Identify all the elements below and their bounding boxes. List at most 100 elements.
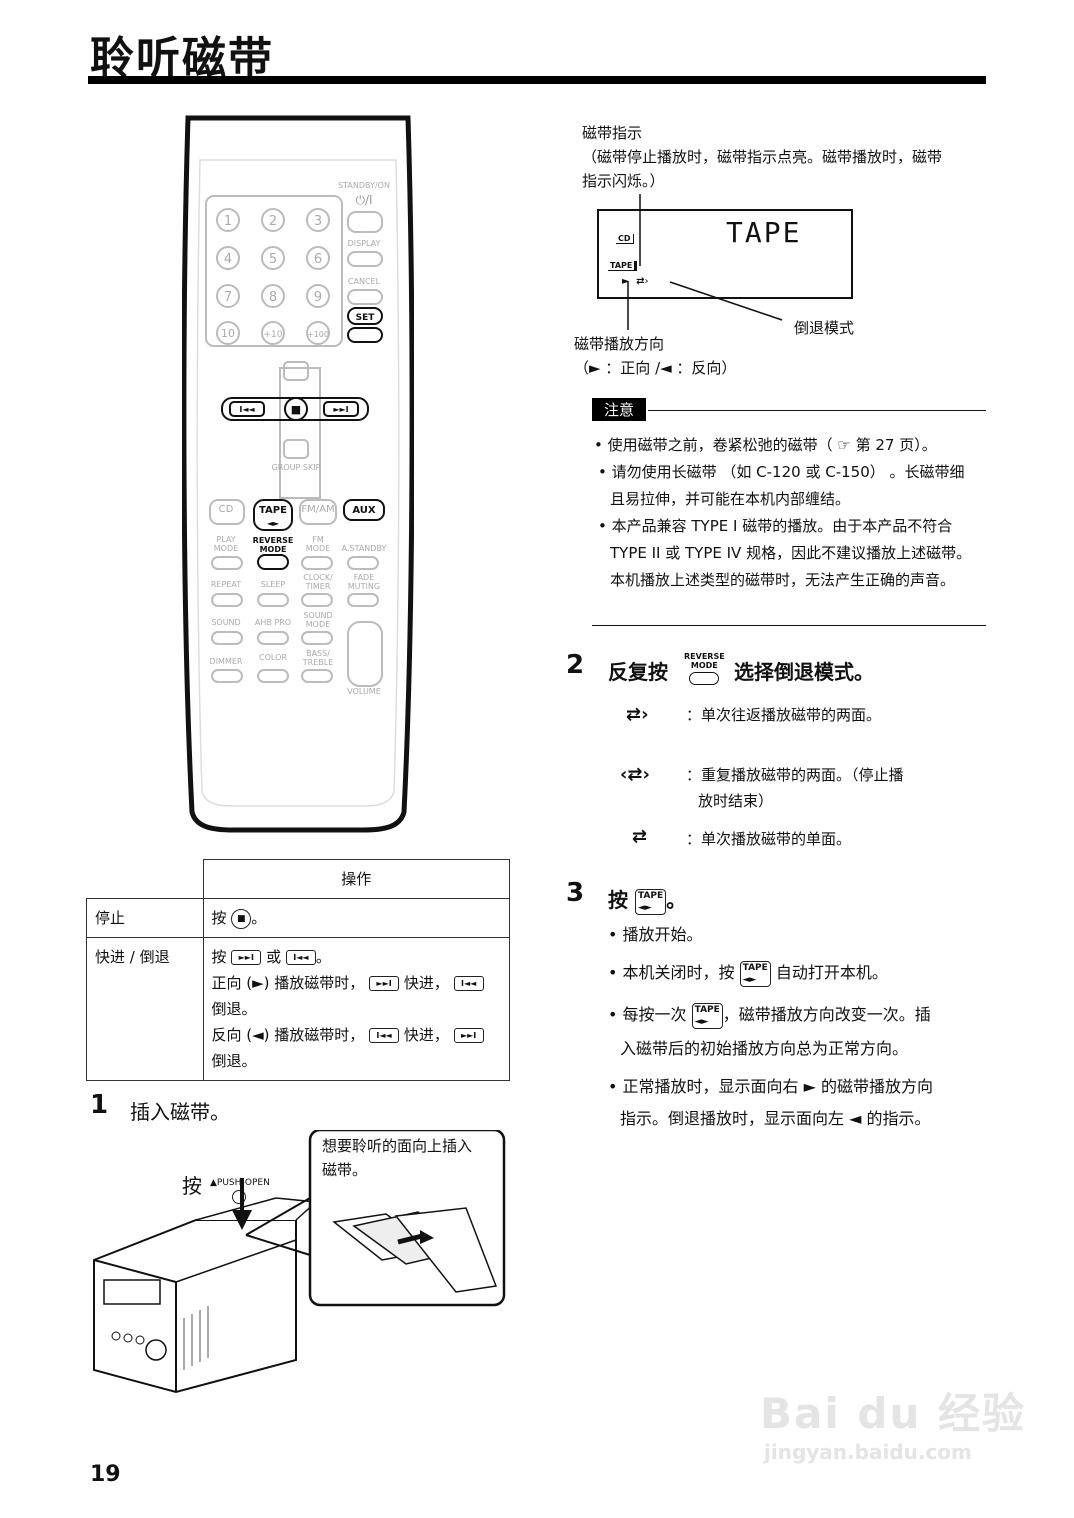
indicator-title: 磁带指示 [582,124,643,142]
step1-number: 1 [90,1090,109,1120]
svg-text:A.STANDBY: A.STANDBY [342,544,387,553]
next-button-icon: ►►I [369,976,400,991]
svg-text:⏻/I: ⏻/I [355,193,372,207]
tape-button-icon: TAPE◄► [634,888,667,915]
svg-text:MODE: MODE [214,544,238,553]
svg-text:SOUND: SOUND [303,611,332,620]
tape-button-icon: TAPE◄► [739,960,771,987]
direction-title: 磁带播放方向 [574,335,665,353]
step1-press: 按 [182,1174,202,1198]
lcd-play-arrow: ► ⇄› [622,276,649,287]
note-item: 使用磁带之前，卷紧松弛的磁带（ ☞ 第 27 页）。 [594,432,978,459]
svg-text:TREBLE: TREBLE [302,658,334,667]
svg-text:SET: SET [356,313,376,323]
table-header: 操作 [202,859,510,899]
step1-text: 插入磁带。 [130,1100,230,1124]
svg-text:DIMMER: DIMMER [210,657,243,666]
step3-bullet-2: • 本机关闭时，按 TAPE◄► 自动打开本机。 [608,960,888,987]
svg-text:I◄◄: I◄◄ [239,405,255,414]
svg-text:GROUP SKIP: GROUP SKIP [272,463,321,472]
svg-text:10: 10 [221,327,235,340]
prev-button-icon: I◄◄ [453,976,484,991]
note-bottom-rule [592,625,986,626]
svg-text:FM/AM: FM/AM [301,504,334,515]
prev-button-icon: I◄◄ [369,1028,400,1043]
step3-bullet-4: • 正常播放时，显示面向右 ► 的磁带播放方向 [608,1077,934,1096]
note-list: 使用磁带之前，卷紧松弛的磁带（ ☞ 第 27 页）。 请勿使用长磁带 （如 C-… [594,432,978,594]
svg-text:BASS/: BASS/ [306,649,330,658]
mode1-text: ：单次往返播放磁带的两面。 [686,706,882,724]
step3-bullet-4-cont: 指示。倒退播放时，显示面向左 ◄ 的指示。 [620,1109,931,1128]
page-number: 19 [90,1462,121,1487]
prev-button-icon: I◄◄ [285,950,316,965]
mode3-text: ：单次播放磁带的单面。 [686,830,852,848]
push-open-button-icon [232,1190,246,1204]
lcd-display-text: TAPE [726,216,802,249]
svg-text:SOUND: SOUND [211,618,240,627]
svg-text:MUTING: MUTING [348,582,380,591]
svg-text:REVERSE: REVERSE [253,536,294,545]
svg-text:TAPE: TAPE [259,505,287,516]
table-row: 快进 / 倒退 按 ►►I 或 I◄◄。 正向 (►) 播放磁带时， ►►I 快… [86,937,510,1081]
svg-text:3: 3 [314,214,322,229]
step2-number: 2 [566,650,585,680]
step2-text-a: 反复按 [608,660,668,684]
lcd-cd-label: CD [616,234,634,244]
reverse-mode-label: 倒退模式 [794,319,855,337]
step3-bullet-3: • 每按一次 TAPE◄►，磁带播放方向改变一次。插 [608,1002,931,1029]
step2-text-b: 选择倒退模式。 [734,660,874,684]
svg-text:FADE: FADE [354,573,375,582]
push-open-label: ▲PUSH-OPEN [210,1178,270,1188]
svg-text:◄►: ◄► [267,519,280,528]
ff-label: 快进 / 倒退 [86,937,204,1081]
note-box: 注意 使用磁带之前，卷紧松弛的磁带（ ☞ 第 27 页）。 请勿使用长磁带 （如… [592,398,986,626]
indicator-desc-1: （磁带停止播放时，磁带指示点亮。磁带播放时，磁带 [582,148,943,166]
svg-text:PLAY: PLAY [216,535,235,544]
indicator-desc-2: 指示闪烁。） [582,172,665,190]
svg-text:CANCEL: CANCEL [348,277,381,286]
svg-text:DISPLAY: DISPLAY [348,239,381,248]
svg-text:TIMER: TIMER [305,582,331,591]
svg-text:+10: +10 [264,330,283,340]
step3-text: 按 TAPE◄►。 [608,888,687,915]
svg-text:2: 2 [269,214,277,229]
svg-text:MODE: MODE [306,544,330,553]
svg-text:SLEEP: SLEEP [261,580,286,589]
lcd-tape-label: TAPE [608,261,638,271]
page-title: 聆听磁带 [90,33,274,84]
mode2-text-b: 放时结束） [698,792,774,810]
svg-text:AHB PRO: AHB PRO [255,618,291,627]
svg-text:VOLUME: VOLUME [347,687,381,696]
note-item: 请勿使用长磁带 （如 C-120 或 C-150） 。长磁带细且易拉伸，并可能在… [594,459,978,513]
svg-text:8: 8 [269,290,277,305]
svg-text:5: 5 [269,252,277,267]
next-button-icon: ►►I [231,950,262,965]
svg-text:■: ■ [291,403,301,416]
stop-button-icon: ■ [231,908,252,929]
svg-text:MODE: MODE [260,545,287,554]
svg-text:CLOCK/: CLOCK/ [303,573,333,582]
step3-bullet-3-cont: 入磁带后的初始播放方向总为正常方向。 [620,1039,909,1058]
svg-text:9: 9 [314,290,322,305]
svg-text:►►I: ►►I [333,405,348,414]
note-item: 本产品兼容 TYPE I 磁带的播放。由于本产品不符合 TYPE II 或 TY… [594,513,978,594]
callout-text: 想要聆听的面向上插入 磁带。 [322,1137,473,1179]
svg-text:AUX: AUX [352,505,376,516]
watermark-url: jingyan.baidu.com [764,1440,972,1464]
lcd-diagram [570,190,890,340]
table-row: 停止 按 ■。 [86,898,510,938]
single-side-icon: ⇄ [632,826,648,847]
svg-text:+100: +100 [307,330,329,339]
stop-label: 停止 [86,898,204,938]
svg-text:CD: CD [219,504,234,515]
svg-text:4: 4 [224,252,232,267]
note-top-rule [648,410,986,411]
svg-text:FM: FM [312,535,324,544]
svg-text:1: 1 [224,214,232,229]
watermark-brand: Bai du 经验 [760,1389,1026,1438]
svg-text:6: 6 [314,252,322,267]
operations-table: 操作 停止 按 ■。 快进 / 倒退 按 ►►I 或 I◄◄。 正向 (►) 播… [86,859,510,1081]
step3-number: 3 [566,878,585,908]
